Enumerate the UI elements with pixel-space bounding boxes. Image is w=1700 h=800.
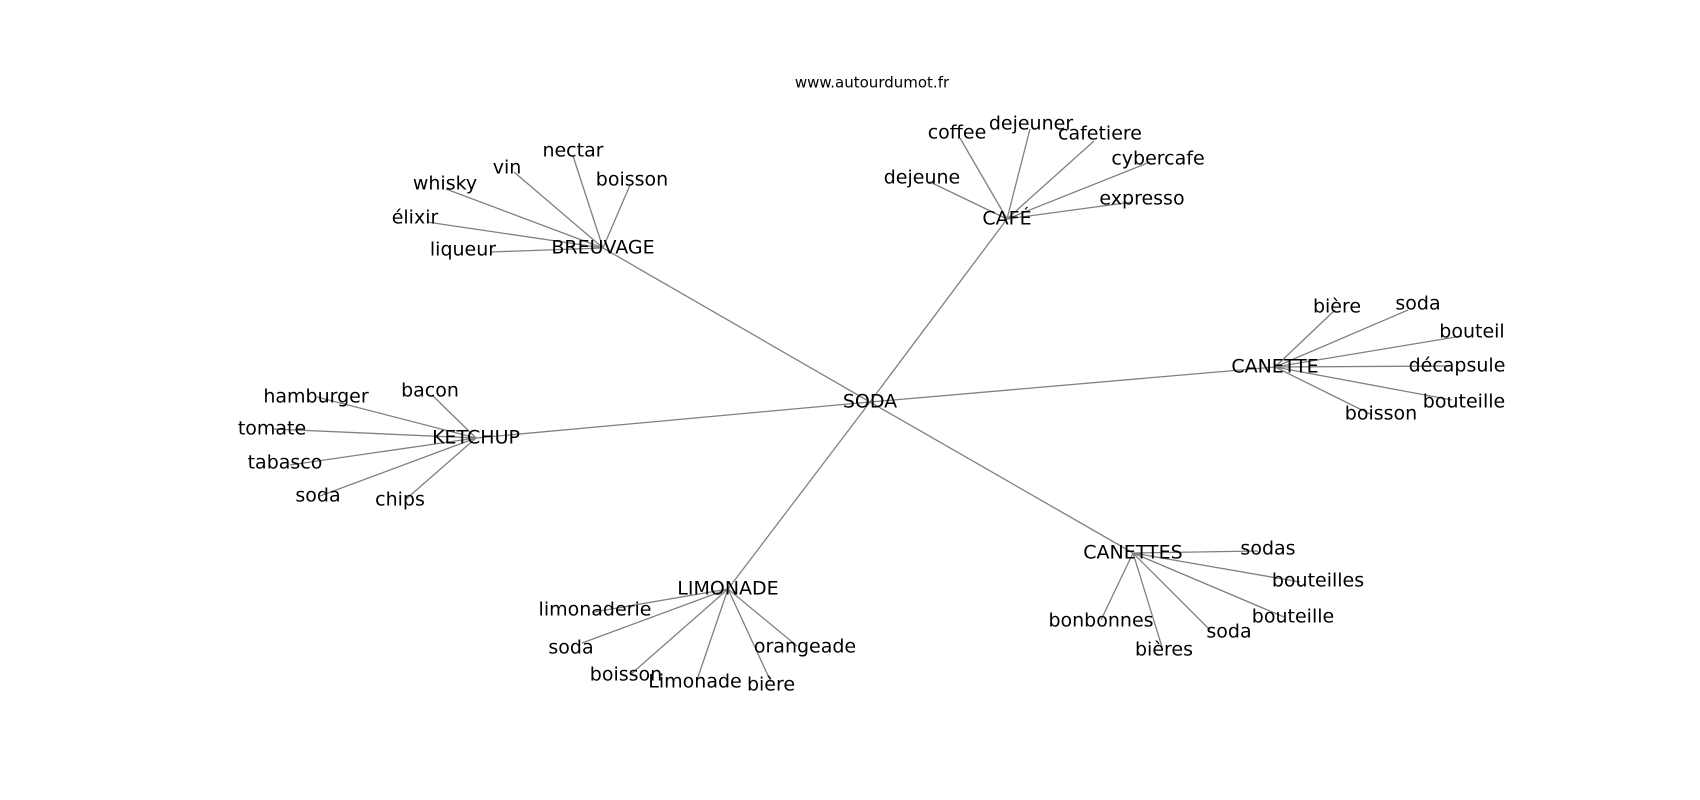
edge-limonade-to-leaf (696, 588, 729, 681)
edge-center-to-canettes (869, 401, 1134, 554)
edge-canettes-to-leaf (1132, 550, 1259, 554)
leaf-node: élixir (392, 207, 439, 229)
leaf-node: Limonade (648, 671, 741, 693)
edge-breuvage-to-leaf (572, 155, 604, 249)
edge-limonade-to-leaf (727, 588, 772, 683)
edge-café-to-leaf (1006, 128, 1031, 220)
leaf-node: nectar (542, 140, 603, 162)
graph-edges (272, 128, 1463, 683)
cluster-node: BREUVAGE (551, 237, 654, 259)
edge-canette-to-leaf (1274, 335, 1463, 368)
leaf-node: bière (747, 674, 795, 696)
edge-canettes-to-leaf (1132, 552, 1211, 631)
leaf-node: bouteil (1439, 321, 1504, 343)
edge-canette-to-leaf (1274, 366, 1453, 401)
graph-nodes: SODA BREUVAGE nectar vin whisky boisson élixir… (238, 113, 1506, 696)
edge-café-to-leaf (1006, 201, 1133, 220)
edge-center-to-ketchup (475, 401, 871, 439)
leaf-node: boisson (590, 664, 662, 686)
leaf-node: whisky (413, 173, 477, 195)
leaf-node: bouteille (1423, 391, 1505, 413)
leaf-node: bières (1135, 639, 1193, 661)
leaf-node: décapsule (1409, 355, 1506, 377)
edge-ketchup-to-leaf (431, 394, 477, 439)
edge-center-to-breuvage (602, 247, 871, 403)
leaf-node: dejeune (884, 167, 961, 189)
leaf-node: liqueur (430, 239, 496, 261)
cluster-node: CAFÉ (982, 207, 1031, 230)
edge-breuvage-to-leaf (489, 247, 604, 253)
leaf-node: chips (375, 489, 425, 511)
edge-café-to-leaf (1006, 140, 1095, 220)
leaf-node: sodas (1240, 538, 1295, 560)
edge-canettes-to-leaf (1132, 552, 1163, 648)
leaf-node: limonaderie (539, 599, 652, 621)
leaf-node: boisson (596, 169, 668, 191)
edge-breuvage-to-leaf (426, 221, 604, 249)
leaf-node: expresso (1099, 188, 1184, 210)
edge-limonade-to-leaf (593, 588, 729, 613)
leaf-node: hamburger (263, 386, 369, 408)
leaf-node: cybercafe (1111, 148, 1204, 170)
edge-canettes-to-leaf (1132, 552, 1301, 583)
cluster-node: CANETTES (1083, 542, 1182, 564)
leaf-node: tabasco (248, 452, 323, 474)
leaf-node: vin (493, 157, 522, 179)
leaf-node: soda (1395, 293, 1440, 315)
edge-center-to-limonade (727, 401, 871, 590)
leaf-node: boisson (1345, 403, 1417, 425)
leaf-node: coffee (928, 122, 987, 144)
edge-café-to-leaf (959, 137, 1008, 220)
edge-center-to-café (869, 218, 1008, 403)
center-node: SODA (843, 391, 897, 413)
edge-ketchup-to-leaf (316, 396, 477, 439)
leaf-node: orangeade (754, 636, 856, 658)
edge-café-to-leaf (1006, 161, 1151, 220)
leaf-node: soda (1206, 621, 1251, 643)
cluster-node: CANETTE (1231, 356, 1318, 378)
edge-breuvage-to-leaf (513, 171, 604, 249)
edge-canette-to-leaf (1274, 366, 1373, 416)
leaf-node: soda (548, 637, 593, 659)
leaf-node: bouteilles (1272, 570, 1364, 592)
edge-center-to-canette (869, 366, 1276, 403)
leaf-node: dejeuner (989, 113, 1073, 135)
leaf-node: tomate (238, 418, 306, 440)
edge-limonade-to-leaf (581, 588, 729, 644)
cluster-node: LIMONADE (677, 578, 778, 600)
leaf-node: soda (295, 485, 340, 507)
edge-ketchup-to-leaf (319, 437, 477, 497)
cluster-node: KETCHUP (432, 427, 520, 449)
edge-breuvage-to-leaf (445, 188, 604, 249)
edge-limonade-to-leaf (727, 588, 798, 647)
edge-canette-to-leaf (1274, 309, 1336, 368)
edge-café-to-leaf (929, 181, 1008, 220)
edge-limonade-to-leaf (629, 588, 729, 676)
leaf-node: cafetiere (1058, 123, 1142, 145)
leaf-node: bouteille (1252, 606, 1334, 628)
leaf-node: bière (1313, 296, 1361, 318)
edge-ketchup-to-leaf (272, 428, 477, 439)
edge-ketchup-to-leaf (289, 437, 477, 466)
edge-canettes-to-leaf (1100, 552, 1134, 621)
edge-ketchup-to-leaf (404, 437, 477, 501)
source-label: www.autourdumot.fr (795, 74, 950, 92)
edge-canette-to-leaf (1274, 365, 1450, 368)
leaf-node: bacon (401, 380, 459, 402)
edge-canette-to-leaf (1274, 309, 1409, 368)
edge-breuvage-to-leaf (602, 184, 631, 249)
leaf-node: bonbonnes (1048, 610, 1153, 632)
edge-canettes-to-leaf (1132, 552, 1285, 618)
